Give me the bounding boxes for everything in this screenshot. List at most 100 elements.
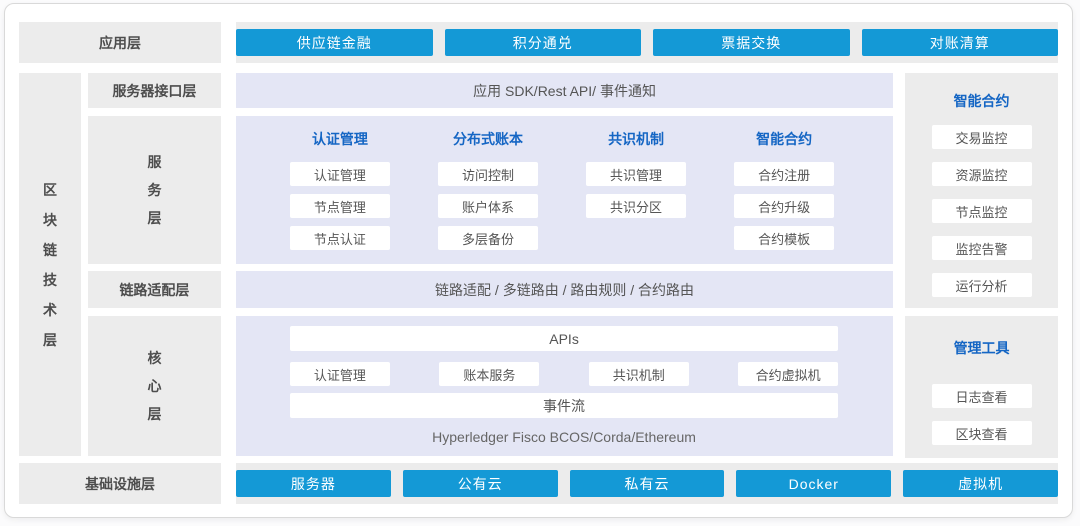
infrastructure-buttons-strip: 服务器 公有云 私有云 Docker 虚拟机 xyxy=(236,463,1058,504)
tool-item: 日志查看 xyxy=(931,384,1032,408)
infrastructure-button: 服务器 xyxy=(236,470,391,497)
service-column-header: 认证管理 xyxy=(311,131,368,147)
management-tools-panel: 管理工具 日志查看 区块查看 xyxy=(905,316,1058,458)
service-column-header: 分布式账本 xyxy=(453,131,523,147)
tool-item-label: 日志查看 xyxy=(955,389,1008,405)
core-module-label: 共识机制 xyxy=(612,367,665,383)
service-item-label: 共识管理 xyxy=(610,167,663,183)
tools-panel-items: 日志查看 区块查看 xyxy=(931,384,1032,458)
technology-layer-rows: 服务器接口层 应用 SDK/Rest API/ 事件通知 服务层 认证管理 xyxy=(87,73,894,456)
service-item-label: 合约升级 xyxy=(758,199,811,215)
service-layer-label-box: 服务层 xyxy=(87,116,221,264)
server-interface-content: 应用 SDK/Rest API/ 事件通知 xyxy=(235,73,894,108)
service-item: 共识管理 xyxy=(586,162,687,186)
service-item-label: 合约注册 xyxy=(758,167,811,183)
service-item-label: 节点管理 xyxy=(313,199,366,215)
core-module: 认证管理 xyxy=(289,362,390,386)
service-item: 节点认证 xyxy=(289,226,390,250)
application-layer-label: 应用层 xyxy=(19,22,221,63)
application-layer-row: 应用层 供应链金融 积分通兑 票据交换 对账清算 xyxy=(19,22,1058,63)
service-item-label: 多层备份 xyxy=(461,231,514,247)
core-layer-label-box: 核心层 xyxy=(87,316,221,456)
service-item: 账户体系 xyxy=(438,194,538,218)
smart-contract-monitor-panel: 智能合约 交易监控 资源监控 节 xyxy=(905,73,1058,308)
infrastructure-button: 公有云 xyxy=(402,470,558,497)
core-module: 账本服务 xyxy=(439,362,540,386)
tool-item: 区块查看 xyxy=(931,421,1032,445)
infrastructure-layer-row: 基础设施层 服务器 公有云 私有云 Docker xyxy=(19,463,1058,504)
core-module-label: 合约虚拟机 xyxy=(755,367,821,383)
application-button: 供应链金融 xyxy=(236,29,433,56)
blockchain-technology-layer: 区块链技术层 服务器接口层 应用 SDK/Rest API/ 事件通知 服务层 … xyxy=(19,73,1058,458)
infrastructure-button-label: 虚拟机 xyxy=(958,475,1004,492)
blockchain-technology-side-label-box: 区块链技术层 xyxy=(19,73,81,456)
monitor-panel-header: 智能合约 xyxy=(953,93,1010,109)
core-module: 共识机制 xyxy=(588,362,689,386)
monitor-item-label: 运行分析 xyxy=(955,278,1008,294)
core-layer-label: 核心层 xyxy=(147,350,162,422)
service-column-smart-contract: 智能合约 合约注册 合约升级 xyxy=(734,129,835,264)
monitor-item-label: 监控告警 xyxy=(955,241,1008,257)
infrastructure-button-label: 公有云 xyxy=(457,475,503,492)
tool-item-label: 区块查看 xyxy=(955,426,1008,442)
service-layer-content: 认证管理 认证管理 节点管理 xyxy=(235,116,894,264)
application-button-label: 票据交换 xyxy=(721,34,782,51)
service-column-items: 合约注册 合约升级 合约模板 xyxy=(734,162,835,258)
service-item: 共识分区 xyxy=(586,194,687,218)
monitor-item-label: 节点监控 xyxy=(955,204,1008,220)
monitor-panel-items: 交易监控 资源监控 节点监控 监控告警 xyxy=(931,125,1032,310)
service-column-items: 共识管理 共识分区 xyxy=(586,162,687,226)
service-item-label: 合约模板 xyxy=(758,231,811,247)
service-item: 合约注册 xyxy=(734,162,835,186)
application-button-label: 积分通兑 xyxy=(512,34,573,51)
core-platforms-text: Hyperledger Fisco BCOS/Corda/Ethereum xyxy=(432,429,696,445)
right-panels-column: 智能合约 交易监控 资源监控 节 xyxy=(905,73,1058,458)
service-item-label: 认证管理 xyxy=(313,167,366,183)
apis-bar: APIs xyxy=(289,326,839,351)
application-button: 积分通兑 xyxy=(444,29,641,56)
core-module: 合约虚拟机 xyxy=(738,362,839,386)
service-item: 多层备份 xyxy=(438,226,538,250)
service-item: 访问控制 xyxy=(438,162,538,186)
infrastructure-button: 虚拟机 xyxy=(903,470,1058,497)
infrastructure-button-label: Docker xyxy=(788,475,839,492)
event-stream-bar: 事件流 xyxy=(289,393,839,418)
architecture-diagram-card: 应用层 供应链金融 积分通兑 票据交换 对账清算 xyxy=(4,3,1073,518)
tools-panel-header: 管理工具 xyxy=(953,340,1010,356)
blockchain-technology-side-label: 区块链技术层 xyxy=(42,181,57,348)
application-button: 对账清算 xyxy=(861,29,1058,56)
core-layer-content: APIs 认证管理 账本服务 xyxy=(235,316,894,456)
core-module-label: 认证管理 xyxy=(313,367,366,383)
monitor-item-label: 资源监控 xyxy=(955,167,1008,183)
core-layer-row: 核心层 APIs 认证管理 账本服务 xyxy=(87,316,894,456)
core-module-label: 账本服务 xyxy=(463,367,516,383)
infrastructure-button: Docker xyxy=(736,470,892,497)
service-column-auth: 认证管理 认证管理 节点管理 xyxy=(289,129,390,264)
application-button-label: 对账清算 xyxy=(929,34,990,51)
link-adaptation-label: 链路适配层 xyxy=(87,271,221,308)
monitor-item: 节点监控 xyxy=(931,199,1032,223)
server-interface-label: 服务器接口层 xyxy=(87,73,221,108)
infrastructure-button-label: 服务器 xyxy=(290,475,336,492)
application-buttons-strip: 供应链金融 积分通兑 票据交换 对账清算 xyxy=(236,22,1058,63)
link-adaptation-content: 链路适配 / 多链路由 / 路由规则 / 合约路由 xyxy=(235,271,894,308)
service-layer-row: 服务层 认证管理 认证管理 xyxy=(87,116,894,264)
service-item-label: 访问控制 xyxy=(461,167,514,183)
service-item-label: 共识分区 xyxy=(610,199,663,215)
service-item: 合约升级 xyxy=(734,194,835,218)
service-column-items: 访问控制 账户体系 多层备份 xyxy=(438,162,538,258)
service-item: 认证管理 xyxy=(289,162,390,186)
service-column-header: 共识机制 xyxy=(608,131,665,147)
monitor-item: 运行分析 xyxy=(931,273,1032,297)
application-button: 票据交换 xyxy=(653,29,850,56)
infrastructure-button: 私有云 xyxy=(569,470,725,497)
monitor-item: 资源监控 xyxy=(931,162,1032,186)
monitor-item-label: 交易监控 xyxy=(955,130,1008,146)
service-item: 节点管理 xyxy=(289,194,390,218)
infrastructure-layer-label: 基础设施层 xyxy=(19,463,221,504)
service-item: 合约模板 xyxy=(734,226,835,250)
application-button-label: 供应链金融 xyxy=(296,34,372,51)
service-layer-label: 服务层 xyxy=(147,154,162,226)
service-column-items: 认证管理 节点管理 节点认证 xyxy=(289,162,390,258)
